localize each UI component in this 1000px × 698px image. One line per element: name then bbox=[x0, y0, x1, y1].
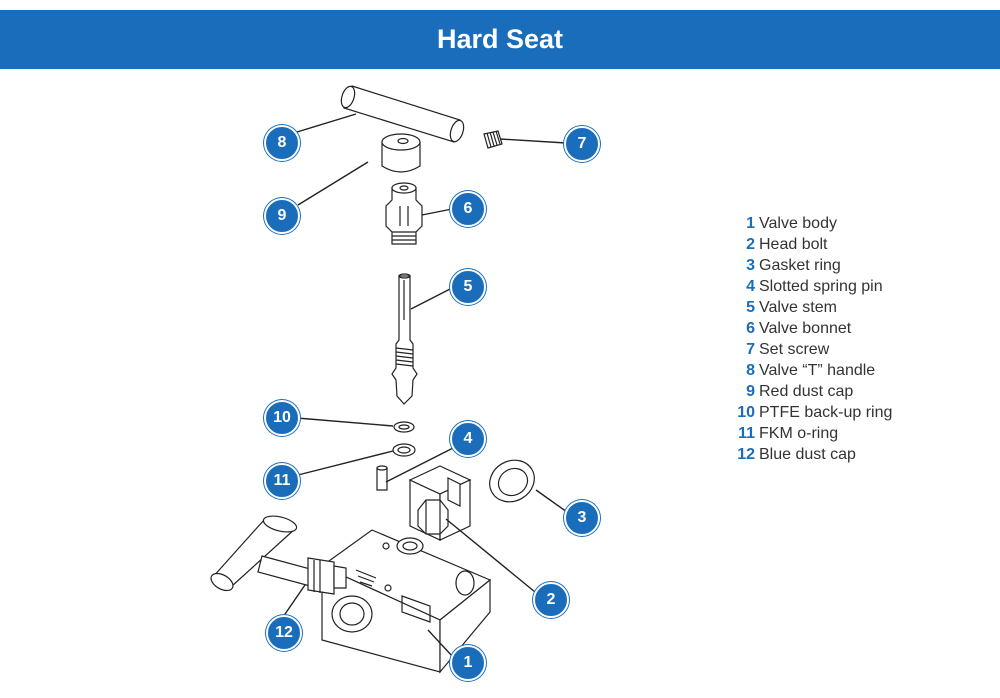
legend-label: PTFE back-up ring bbox=[759, 404, 893, 421]
gasket-ring-part bbox=[489, 459, 535, 503]
legend-number: 6 bbox=[746, 320, 755, 337]
leader-7 bbox=[499, 138, 567, 144]
legend-label: Valve stem bbox=[759, 299, 837, 316]
legend-label: Set screw bbox=[759, 341, 830, 358]
legend-number: 12 bbox=[737, 446, 755, 463]
callout-6: 6 bbox=[450, 191, 486, 227]
t-handle-part bbox=[340, 85, 465, 143]
legend-label: Slotted spring pin bbox=[759, 278, 883, 295]
leader-6 bbox=[421, 208, 453, 216]
legend-number: 2 bbox=[746, 236, 755, 253]
legend-number: 9 bbox=[746, 383, 755, 400]
legend-number: 3 bbox=[746, 257, 755, 274]
spring-pin-part bbox=[376, 465, 388, 491]
valve-stem-part bbox=[391, 273, 418, 405]
callout-12: 12 bbox=[266, 615, 302, 651]
legend-label: Valve bonnet bbox=[759, 320, 852, 337]
callout-7: 7 bbox=[564, 126, 600, 162]
callout-2: 2 bbox=[533, 582, 569, 618]
callout-11: 11 bbox=[264, 463, 300, 499]
set-screw-part bbox=[483, 130, 503, 149]
header-bar: Hard Seat bbox=[0, 10, 1000, 69]
callout-10: 10 bbox=[264, 400, 300, 436]
fkm-o-ring-part bbox=[392, 443, 416, 457]
leader-2 bbox=[445, 518, 536, 593]
head-bolt-part bbox=[417, 499, 449, 535]
blue-dust-cap-part bbox=[210, 515, 347, 595]
leader-9 bbox=[297, 161, 369, 206]
leader-4 bbox=[385, 446, 456, 483]
valve-bonnet-part bbox=[385, 182, 423, 245]
callout-8: 8 bbox=[264, 125, 300, 161]
leader-8 bbox=[296, 113, 357, 133]
legend-label: Gasket ring bbox=[759, 257, 841, 274]
ptfe-ring-part bbox=[393, 421, 415, 433]
red-dust-cap-part bbox=[381, 133, 421, 173]
leader-5 bbox=[410, 287, 453, 310]
legend-number: 5 bbox=[746, 299, 755, 316]
leader-3 bbox=[535, 489, 568, 513]
callout-4: 4 bbox=[450, 421, 486, 457]
leader-lines bbox=[282, 113, 568, 658]
legend-number: 8 bbox=[746, 362, 755, 379]
legend-number: 10 bbox=[737, 404, 755, 421]
legend-number: 7 bbox=[746, 341, 755, 358]
legend-label: FKM o-ring bbox=[759, 425, 839, 442]
legend-number: 4 bbox=[746, 278, 755, 295]
leader-10 bbox=[296, 417, 394, 427]
valve-body-part bbox=[320, 465, 492, 674]
callout-9: 9 bbox=[264, 198, 300, 234]
legend-label: Valve “T” handle bbox=[759, 362, 876, 379]
legend-label: Head bolt bbox=[759, 236, 828, 253]
callout-3: 3 bbox=[564, 500, 600, 536]
callout-5: 5 bbox=[450, 269, 486, 305]
legend-label: Red dust cap bbox=[759, 383, 854, 400]
legend-number: 1 bbox=[746, 215, 755, 232]
page-title: Hard Seat bbox=[436, 24, 564, 54]
leader-12 bbox=[282, 584, 306, 618]
leader-1 bbox=[427, 629, 454, 658]
legend-label: Blue dust cap bbox=[759, 446, 856, 463]
callout-1: 1 bbox=[450, 645, 486, 681]
legend-label: Valve body bbox=[759, 215, 837, 232]
leader-11 bbox=[297, 450, 394, 476]
legend-number: 11 bbox=[738, 425, 755, 442]
